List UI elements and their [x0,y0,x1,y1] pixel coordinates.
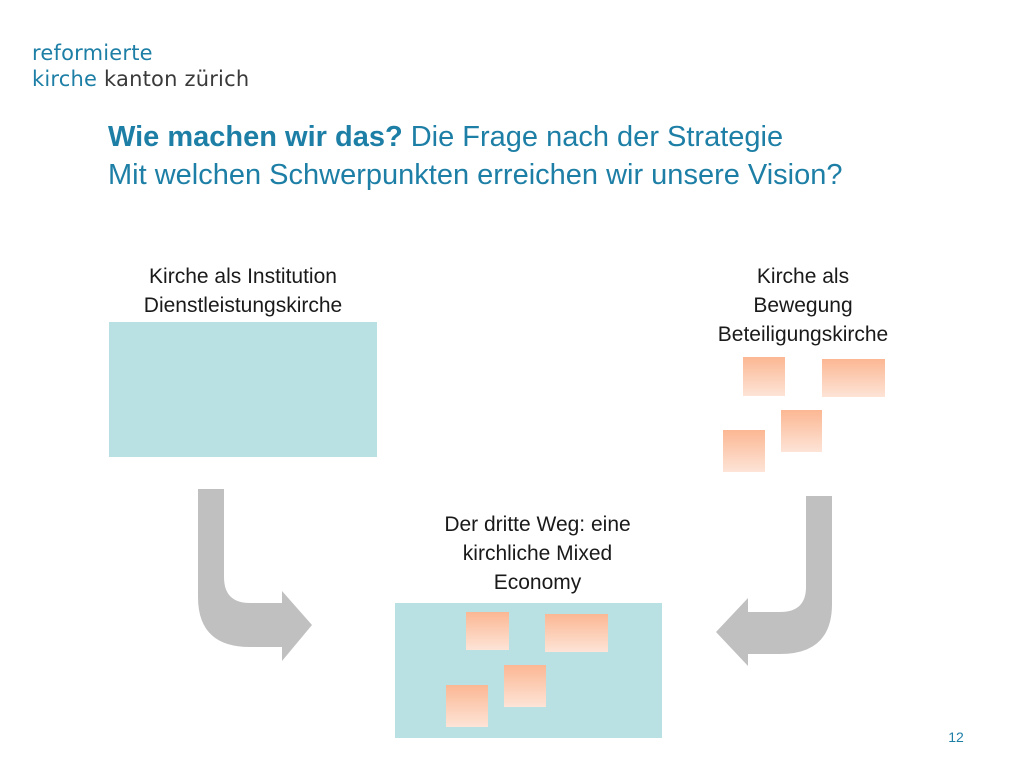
sticky-note [466,612,509,650]
sticky-note [822,359,885,397]
title-line-2: Mit welchen Schwerpunkten erreichen wir … [108,159,843,191]
sticky-note [723,430,765,472]
logo-kirche: kirche [32,67,98,91]
third-way-label: Der dritte Weg: eine kirchliche Mixed Ec… [400,510,675,597]
slide-title: Wie machen wir das? Die Frage nach der S… [108,118,1008,194]
page-number: 12 [948,729,964,745]
title-line-1: Wie machen wir das? Die Frage nach der S… [108,118,1008,156]
institution-label-line-2: Dienstleistungskirche [143,294,343,317]
logo-line-1: reformierte [32,41,153,65]
arrow-left-icon [716,496,832,666]
logo-kanton: kanton zürich [97,67,250,91]
sticky-note [781,410,822,452]
logo: reformierte kirche kanton zürich [32,40,249,92]
movement-label-line-3: Beteiligungskirche [717,323,889,346]
third-way-label-line-3: Economy [493,571,582,594]
movement-label-line-1: Kirche als [756,265,850,288]
sticky-note [504,665,546,707]
institution-box [109,322,377,457]
logo-line-2: kirche kanton zürich [32,66,249,92]
third-way-label-line-2: kirchliche Mixed [462,542,613,565]
sticky-note [743,357,785,396]
sticky-note [446,685,488,727]
institution-label-line-1: Kirche als Institution [149,265,337,288]
movement-label-line-2: Bewegung [753,294,853,317]
title-bold: Wie machen wir das? [108,121,403,153]
institution-label: Kirche als Institution Dienstleistungski… [108,262,378,320]
third-way-label-line-1: Der dritte Weg: eine [444,513,631,536]
arrow-right-icon [198,489,312,661]
sticky-note [545,614,608,652]
movement-label: Kirche als Bewegung Beteiligungskirche [683,262,923,349]
title-rest: Die Frage nach der Strategie [402,121,784,153]
